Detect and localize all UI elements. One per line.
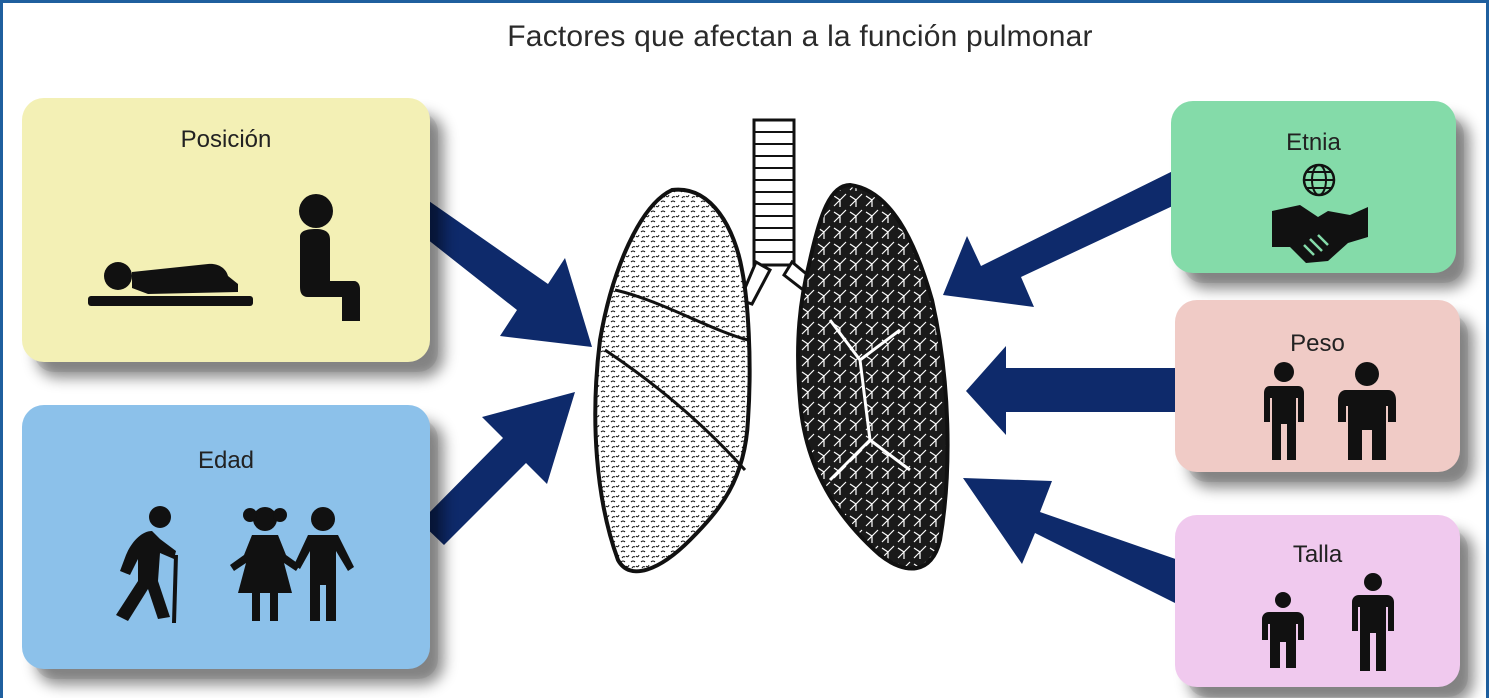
- short-person-icon: [1262, 592, 1304, 668]
- slim-person-icon: [1264, 362, 1304, 460]
- factor-box-peso: Peso: [1175, 300, 1460, 472]
- factor-box-posicion: Posición: [22, 98, 430, 362]
- globe-icon: [1302, 163, 1336, 197]
- heavy-person-icon: [1338, 362, 1396, 460]
- arrow-edad: [420, 392, 575, 545]
- frame-right-border: [1486, 0, 1489, 698]
- tall-person-icon: [1352, 573, 1394, 671]
- factor-label-talla: Talla: [1292, 541, 1343, 568]
- factor-label-peso: Peso: [1290, 330, 1345, 357]
- diagram-title: Factores que afectan a la función pulmon…: [507, 20, 1093, 53]
- factor-label-posicion: Posición: [180, 126, 272, 153]
- frame-top-border: [0, 0, 1489, 3]
- elderly-with-cane-icon: [116, 506, 178, 624]
- arrow-talla: [963, 478, 1213, 613]
- lying-person-icon: [88, 262, 253, 306]
- factor-box-talla: Talla: [1175, 515, 1460, 687]
- seated-person-icon: [299, 194, 360, 321]
- arrow-posicion: [408, 199, 592, 347]
- arrow-peso: [966, 346, 1200, 435]
- lungs-illustration: [593, 118, 950, 574]
- frame-left-border: [0, 0, 3, 698]
- factor-box-edad: Edad: [22, 405, 430, 669]
- factor-label-edad: Edad: [197, 447, 255, 474]
- factor-label-etnia: Etnia: [1286, 129, 1341, 156]
- arrow-etnia: [943, 166, 1194, 307]
- handshake-icon: [1272, 205, 1368, 263]
- children-holding-hands-icon: [230, 507, 354, 621]
